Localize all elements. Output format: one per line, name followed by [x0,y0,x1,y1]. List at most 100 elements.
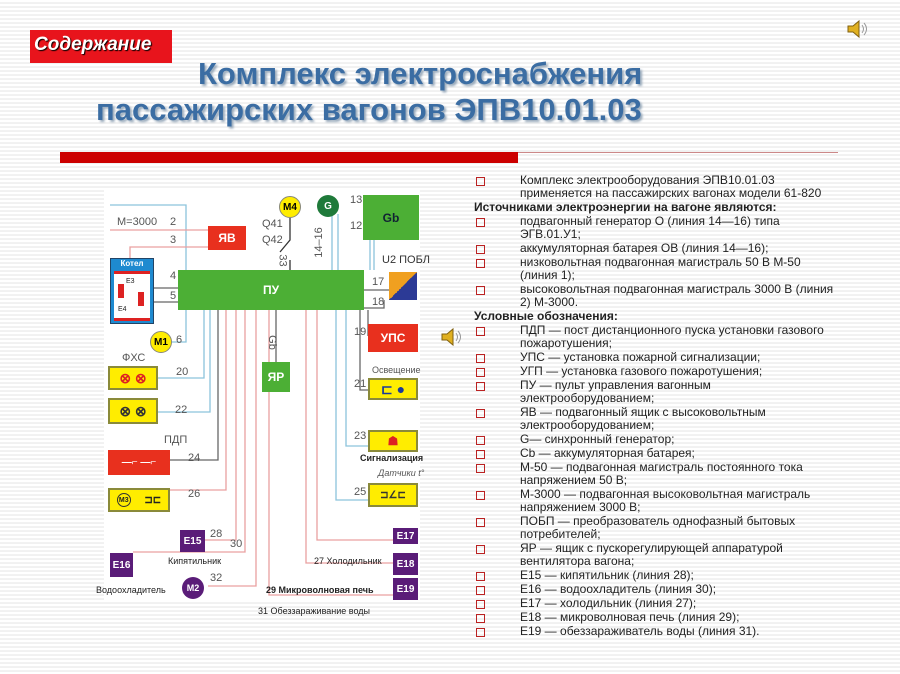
label-m3000: М=3000 [117,216,158,228]
heater-elements: Е3 Е4 [114,271,150,321]
wire-number: 23 [354,430,367,442]
list-item: подвагонный генератор О (линия 14—16) ти… [474,215,840,241]
heater-icon [118,284,124,298]
label-boiler: Кипятильник [168,556,222,566]
wire-number: 18 [372,296,385,308]
m3-motor-icon: М3 [116,493,131,507]
list-item: Е18 — микроволновая печь (линия 29); [474,611,840,624]
wire-number: 21 [354,378,367,390]
list-item: Комплекс электрооборудования ЭПВ10.01.03… [474,174,840,200]
list-item: высоковольтная подвагонная магистраль 30… [474,283,840,309]
power-supply-diagram: М=3000 2 3 ЯВ Котел Е3 Е4 4 5 ПУ М4 Q41 … [96,190,430,602]
contents-button[interactable]: Содержание [30,30,172,63]
list-item: ЯВ — подвагонный ящик с высоковольтным э… [474,406,840,432]
list-item: УГП — установка газового пожаротушения; [474,365,840,378]
pu-control-panel: ПУ [178,270,364,310]
wire-number: 13 [350,194,363,206]
e18-box: Е18 [393,553,418,575]
wire-number: 25 [354,486,367,498]
speaker-icon[interactable] [440,326,462,348]
alarm-box: ☗ [368,430,418,452]
lighting-box: ⊏ ● [368,378,418,400]
wire-number: 32 [210,572,223,584]
label-pdp: ПДП [164,434,188,446]
wire-number: 3 [170,234,177,246]
title-underline-bar [60,152,518,163]
label-water-cooler: Водоохладитель [96,585,166,595]
section-heading: Источниками электроэнергии на вагоне явл… [474,200,777,214]
list-item: Cb — аккумуляторная батарея; [474,447,840,460]
label-gb-vertical: Gb [265,335,278,350]
lamps-box: ⊗ ⊗ [108,398,158,424]
list-item: G— синхронный генератор; [474,433,840,446]
label-e4: Е4 [118,306,127,313]
page-title-line1: Комплекс электроснабжения [198,56,643,91]
sensor-icon: ⊐⊏ [144,494,162,506]
wire-number: 24 [188,452,201,464]
generator-icon: G [317,195,339,217]
wire-number: 22 [175,404,188,416]
list-item: Е19 — обеззараживатель воды (линия 31). [474,625,840,638]
wire-number: 12 [350,220,363,232]
wire-number: 17 [372,276,385,288]
label-fhs: ФХС [122,352,146,364]
list-item: УПС — установка пожарной сигнализации; [474,351,840,364]
list-item: ЯР — ящик с пускорегулирующей аппаратуро… [474,542,840,568]
label-lighting: Освещение [372,365,421,375]
e16-box: Е16 [110,553,133,577]
wire-number: 28 [210,528,223,540]
e19-box: Е19 [393,578,418,600]
list-item: ПУ — пульт управления вагонным электрооб… [474,379,840,405]
e17-box: Е17 [393,528,418,544]
label-water-disinfection: 31 Обеззараживание воды [258,606,370,616]
m1-motor-icon: М1 [150,331,172,353]
wire-number: 2 [170,216,177,228]
gb-battery-box: Gb [363,195,419,240]
page-title-line2: пассажирских вагонов ЭПВ10.01.03 [96,92,642,127]
e15-box: Е15 [180,530,205,552]
label-alarm: Сигнализация [360,453,424,463]
list-item: Е17 — холодильник (линия 27); [474,597,840,610]
diagram-wires [110,204,394,596]
m3-box: М3 ⊐⊏ [108,488,170,512]
label-e3: Е3 [126,278,135,285]
m4-motor-icon: М4 [279,196,301,218]
wire-number: 6 [176,334,183,346]
title-underline-line [518,152,838,153]
section-heading: Условные обозначения: [474,309,618,323]
speaker-icon[interactable] [846,18,868,40]
pobl-converter-box [389,272,417,300]
wire-number: 33 [276,254,289,267]
list-item: аккумуляторная батарея ОВ (линия 14—16); [474,242,840,255]
pdp-box: —⌐ —⌐ [108,450,170,475]
label-q41: Q41 [262,218,283,230]
kotel-label: Котел [120,259,144,268]
list-item: Е15 — кипятильник (линия 28); [474,569,840,582]
temperature-sensor-box: ⊐∠⊏ [368,483,418,507]
label-microwave: 29 Микроволновая печь [266,585,374,595]
list-item: Е16 — водоохладитель (линия 30); [474,583,840,596]
list-item: низковольтная подвагонная магистраль 50 … [474,256,840,282]
description-list: Комплекс электрооборудования ЭПВ10.01.03… [474,174,840,639]
label-q42: Q42 [262,234,283,246]
heater-icon [138,292,144,306]
yar-box: ЯР [262,362,290,392]
list-item: М-50 — подвагонная магистраль постоянног… [474,461,840,487]
m2-motor-icon: М2 [182,577,204,599]
kotel-box: Котел Е3 Е4 [110,258,154,324]
wire-number: 30 [230,538,243,550]
fhs-lamps-box: ⊗ ⊗ [108,366,158,390]
wire-number: 26 [188,488,201,500]
list-item: ПДП — пост дистанционного пуска установк… [474,324,840,350]
label-pobl: U2 ПОБЛ [382,254,431,266]
wire-number: 14–16 [312,227,325,258]
yav-box: ЯВ [208,226,246,250]
list-item: ПОБП — преобразователь однофазный бытовы… [474,515,840,541]
wire-number: 4 [170,270,177,282]
list-item: М-3000 — подвагонная высоковольтная маги… [474,488,840,514]
label-fridge: 27 Холодильник [314,556,382,566]
wire-number: 20 [176,366,189,378]
wire-number: 19 [354,326,367,338]
wire-number: 5 [170,290,177,302]
label-sensors: Датчики t° [378,468,425,478]
